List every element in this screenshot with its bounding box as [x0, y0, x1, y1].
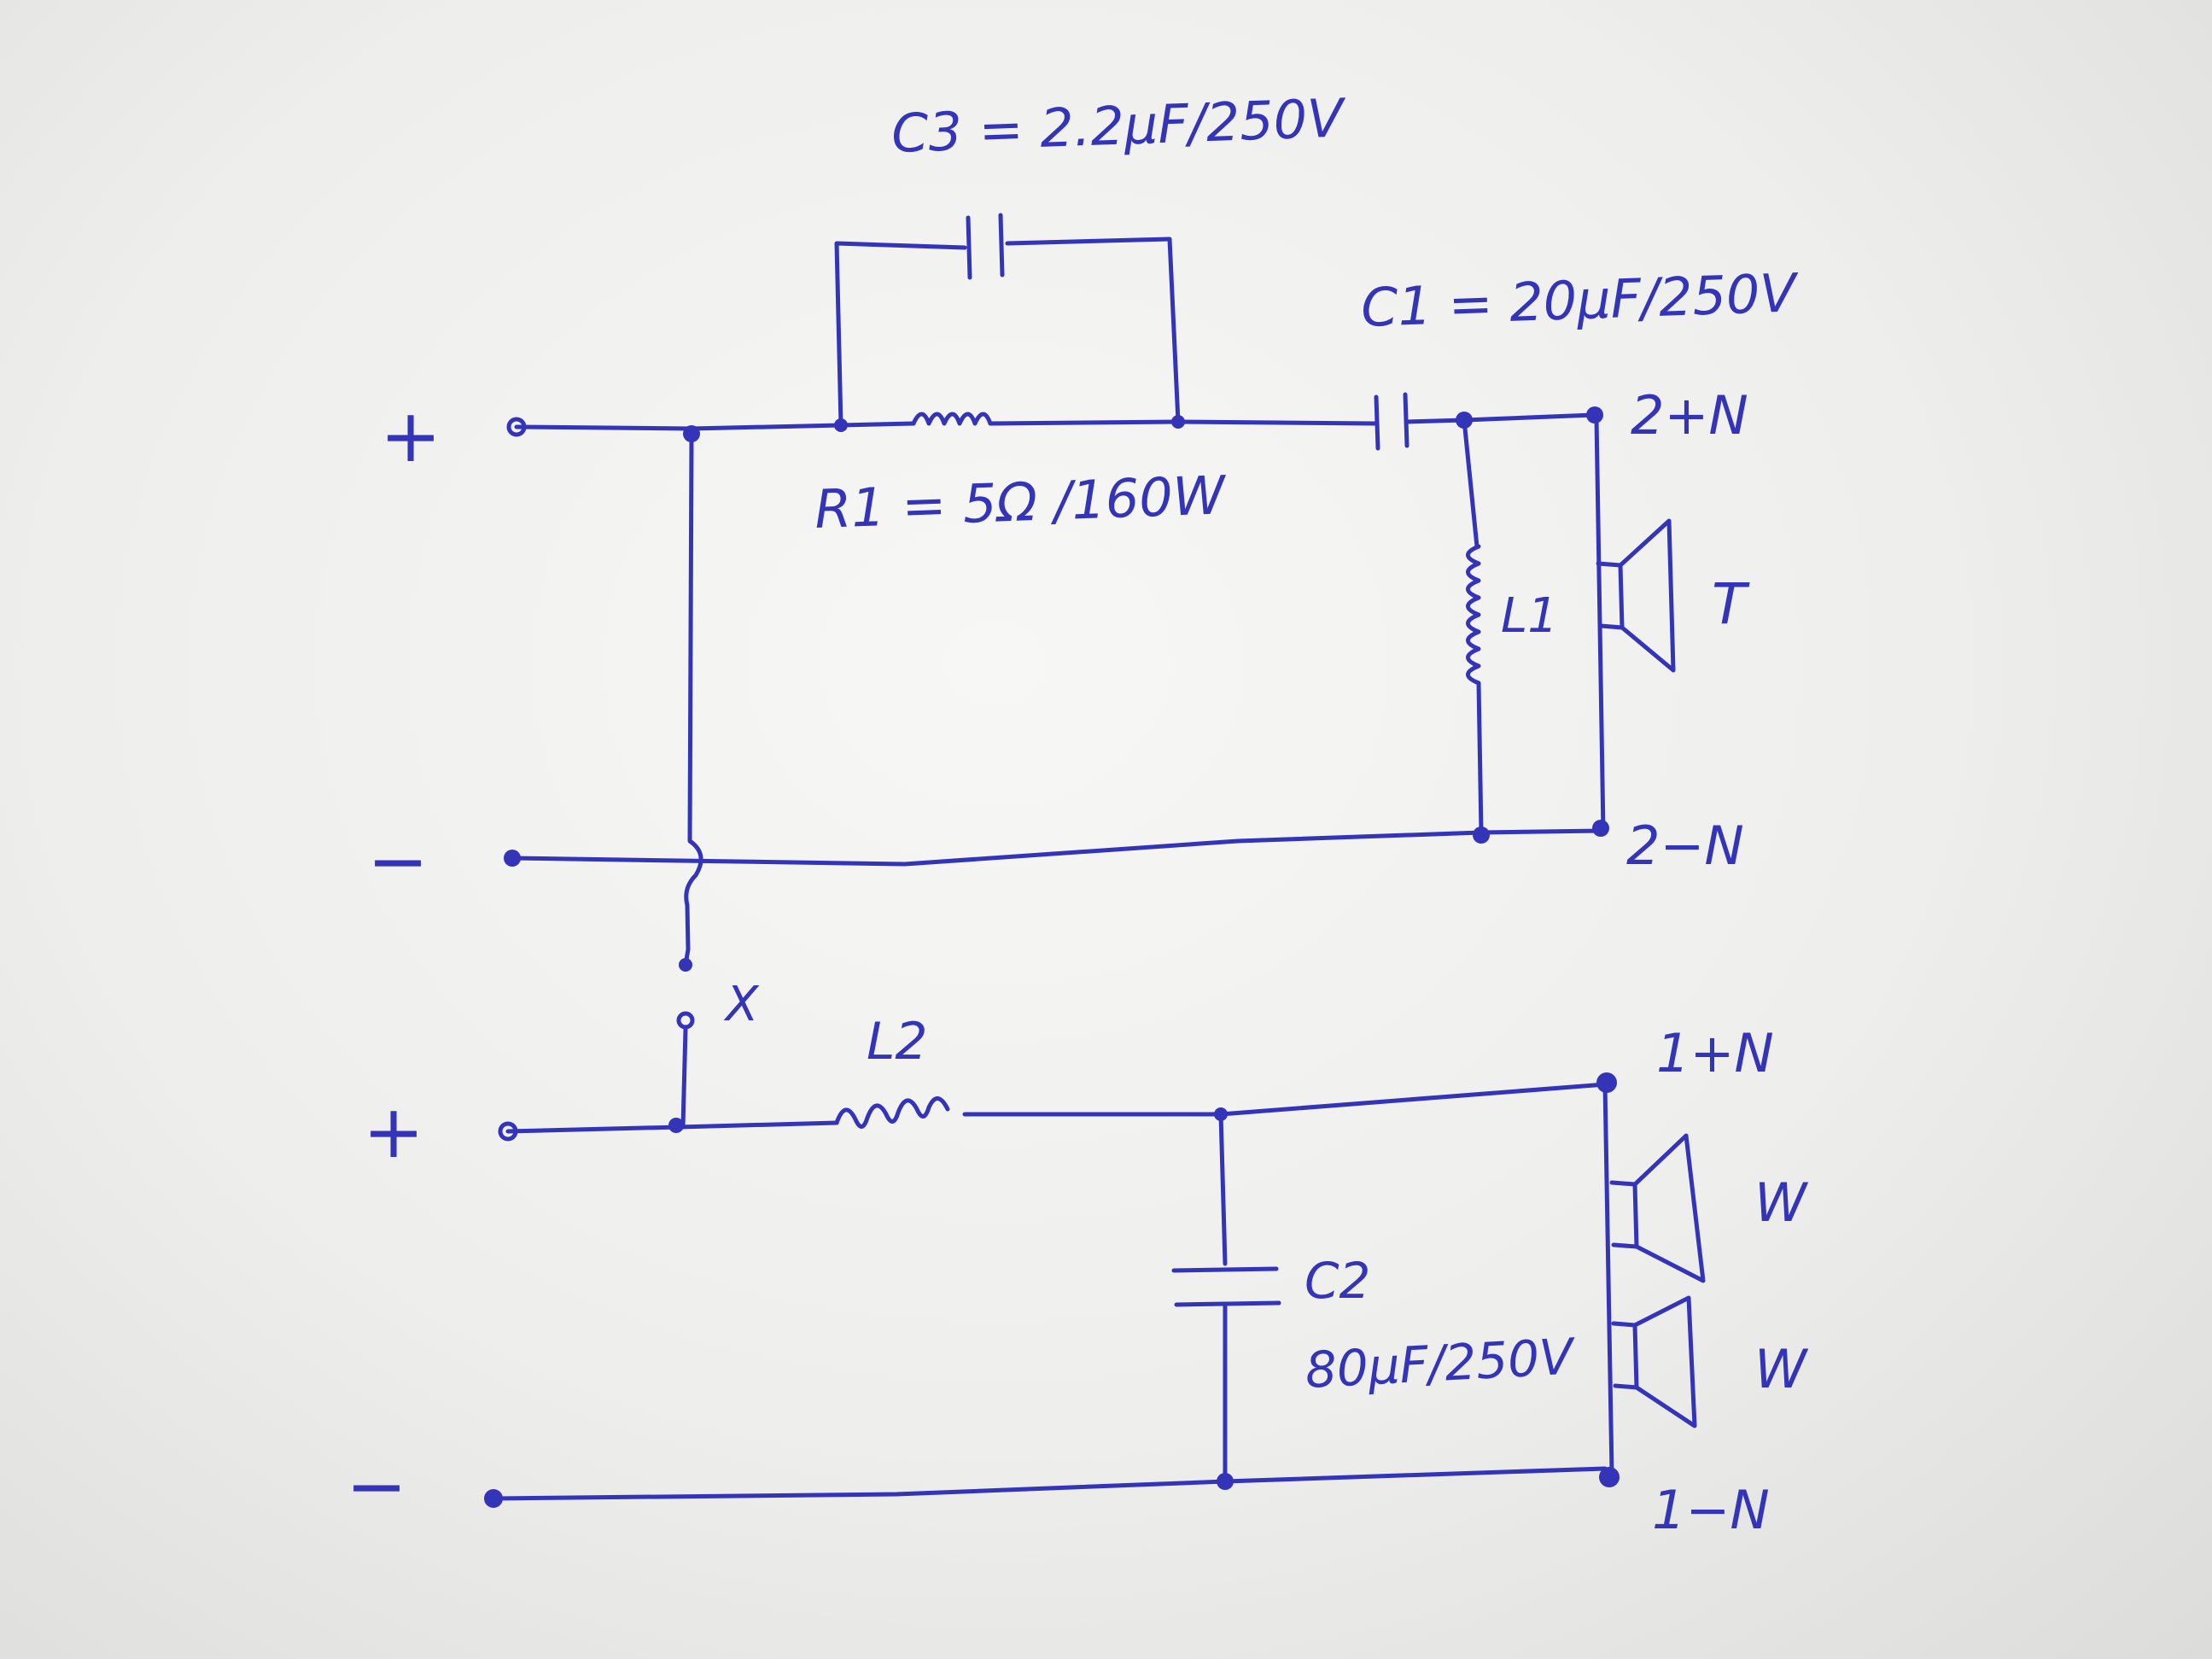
junction-dots — [668, 406, 1620, 1490]
tweeter-minus-terminal-label: 2−N — [1626, 815, 1744, 877]
c1-label: C1 = 20µF/250V — [1360, 261, 1801, 339]
lower-plus-terminal-label: + — [363, 1089, 424, 1175]
c3-capacitor — [966, 213, 1005, 280]
c2-value-label: 80µF/250V — [1304, 1327, 1578, 1399]
r1-label: R1 = 5Ω /160W — [814, 464, 1229, 540]
c3-label: C3 = 2.2µF/250V — [890, 86, 1348, 165]
c2-capacitor — [1171, 1112, 1281, 1484]
woofer-top-label: W — [1754, 1171, 1809, 1234]
tweeter-plus-terminal-label: 2+N — [1631, 384, 1748, 447]
tweeter-label: T — [1712, 571, 1750, 637]
r1-resistor — [838, 412, 1181, 428]
woofer-plus-terminal-label: 1+N — [1656, 1022, 1774, 1084]
x-link-label: X — [723, 977, 760, 1032]
woofer-top-speaker-symbol — [1609, 1133, 1706, 1283]
upper-minus-terminal-label: − — [367, 819, 429, 904]
woofer-wiring — [1602, 1082, 1614, 1475]
upper-plus-terminal-label: + — [380, 394, 441, 479]
c3-bypass-branch — [834, 237, 1181, 428]
c2-name-label: C2 — [1304, 1252, 1370, 1310]
l2-label: L2 — [867, 1012, 928, 1072]
woofer-minus-terminal-label: 1−N — [1652, 1479, 1770, 1541]
woofer-bottom-label: W — [1754, 1338, 1809, 1400]
l1-label: L1 — [1501, 588, 1558, 644]
woofer-bottom-speaker-symbol — [1611, 1295, 1697, 1428]
c1-capacitor — [1176, 392, 1467, 451]
l1-inductor — [1462, 418, 1484, 835]
input-terminals — [484, 417, 527, 1508]
lower-return-wiring — [493, 1466, 1608, 1501]
x-link — [680, 947, 691, 1130]
upper-input-wiring — [514, 423, 843, 952]
tweeter-speaker-symbol — [1596, 518, 1676, 673]
lower-minus-terminal-label: − — [346, 1444, 407, 1529]
